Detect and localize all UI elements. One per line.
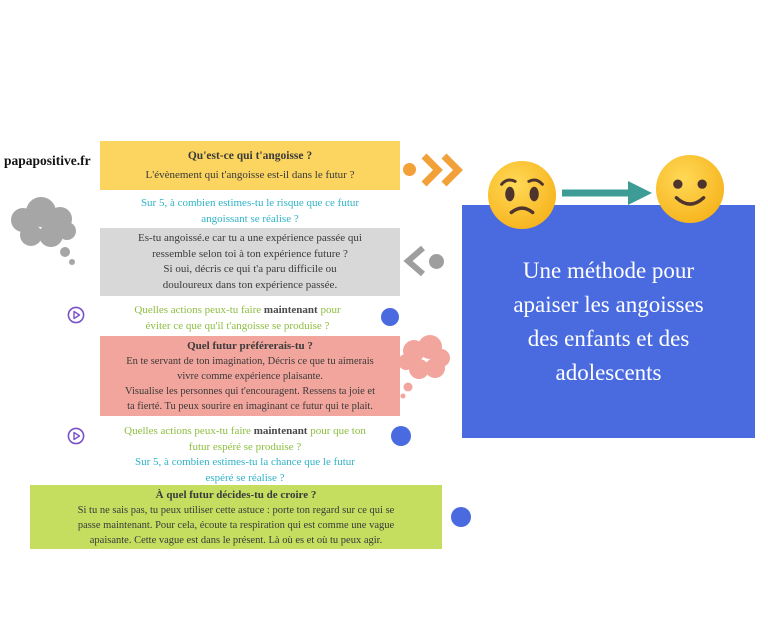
title-line: adolescents: [555, 359, 662, 385]
thought-cloud-pink-icon: [398, 335, 450, 399]
green-box-line: passe maintenant. Pour cela, écoute ta r…: [77, 519, 395, 531]
title-panel: Une méthode pour apaiser les angoisses d…: [462, 205, 755, 438]
rating-question-chance: Sur 5, à combien estimes-tu la chance qu…: [95, 455, 395, 486]
action1-bold: maintenant: [263, 304, 318, 316]
action2-pre: Quelles actions peux-tu faire: [124, 425, 254, 437]
worried-face-icon: [487, 160, 557, 230]
pink-box-line: Visualise les personnes qui t'encouragen…: [125, 386, 375, 397]
action2-line2: futur espéré se produise ?: [188, 440, 302, 453]
action1-post: pour: [317, 304, 341, 316]
title-line: apaiser les angoisses: [513, 291, 704, 317]
blue-dot: [381, 308, 399, 326]
pink-box-title: Quel futur préférerais-tu ?: [187, 340, 313, 352]
arrow-right-icon: [562, 181, 652, 205]
blue-dot: [451, 507, 471, 527]
play-icon: [67, 427, 85, 445]
action2-post: pour que ton: [307, 425, 366, 437]
rating-question-risk: Sur 5, à combien estimes-tu le risque qu…: [100, 196, 400, 227]
title-line: Une méthode pour: [522, 257, 695, 283]
smiley-face-icon: [655, 154, 725, 224]
green-box-line: Si tu ne sais pas, tu peux utiliser cett…: [77, 504, 395, 516]
teal-q1-line1: Sur 5, à combien estimes-tu le risque qu…: [140, 197, 360, 209]
title-line: des enfants et des: [527, 325, 690, 351]
teal-q1-line2: angoissant se réalise ?: [201, 212, 299, 225]
gray-box-line: ressemble selon toi à ton expérience fut…: [152, 247, 348, 260]
orange-dot: [403, 163, 416, 176]
play-icon: [67, 306, 85, 324]
green-box-line: apaisante. Cette vague est dans le prése…: [89, 534, 383, 546]
gray-box-line: Si oui, décris ce qui t'a paru difficile…: [163, 263, 337, 275]
gray-box-line: Es-tu angoissé.e car tu a une expérience…: [138, 232, 362, 244]
pink-box-line: En te servant de ton imagination, Décris…: [126, 356, 374, 367]
action1-line2: éviter ce que qu'il t'angoisse se produi…: [145, 319, 330, 332]
gray-dot: [429, 254, 444, 269]
yellow-box-line: L'évènement qui t'angoisse est-il dans l…: [145, 168, 355, 181]
chevron-left-icon: [403, 245, 425, 277]
action-question-prevent: Quelles actions peux-tu faire maintenant…: [95, 303, 380, 334]
thought-cloud-gray-icon: [11, 197, 76, 265]
action2-bold: maintenant: [253, 425, 308, 437]
question-box-anxiety: Qu'est-ce qui t'angoisse ? L'évènement q…: [100, 141, 400, 190]
question-box-preferred-future: Quel futur préférerais-tu ? En te servan…: [100, 336, 400, 416]
double-chevron-right-icon: [421, 153, 463, 187]
teal-q2-line2: espéré se réalise ?: [205, 471, 285, 484]
gray-box-line: douloureux dans ton expérience passée.: [162, 278, 338, 291]
blue-dot: [391, 426, 411, 446]
site-label: papapositive.fr: [4, 153, 91, 168]
action-question-achieve: Quelles actions peux-tu faire maintenant…: [90, 424, 400, 455]
green-box-title: À quel futur décides-tu de croire ?: [155, 488, 317, 501]
question-box-decide-future: À quel futur décides-tu de croire ? Si t…: [30, 485, 442, 549]
pink-box-line: ta fierté. Tu peux sourire en imaginant …: [127, 401, 373, 412]
pink-box-line: vivre comme expérience plaisante.: [177, 371, 323, 382]
action1-pre: Quelles actions peux-tu faire: [134, 304, 264, 316]
question-box-past-experience: Es-tu angoissé.e car tu a une expérience…: [100, 228, 400, 296]
teal-q2-line1: Sur 5, à combien estimes-tu la chance qu…: [135, 456, 355, 468]
yellow-box-title: Qu'est-ce qui t'angoisse ?: [187, 149, 313, 162]
